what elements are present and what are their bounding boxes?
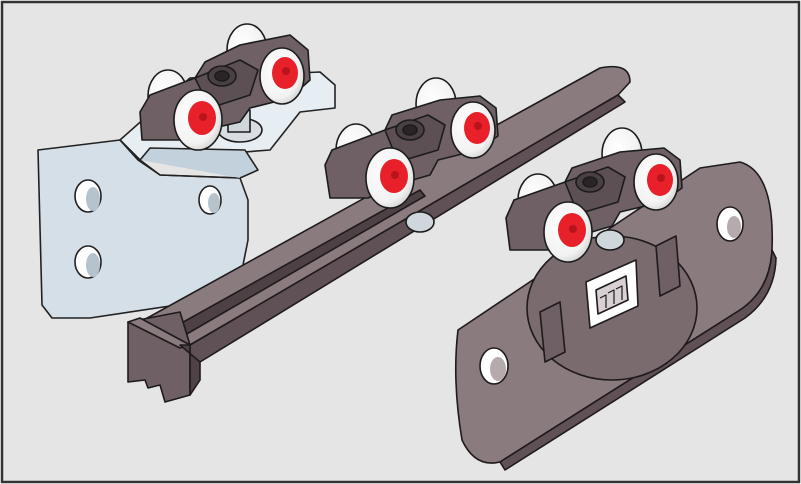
roller-wheel	[633, 153, 679, 211]
roller-wheel	[365, 147, 415, 209]
roller-wheel	[259, 47, 305, 105]
roller-wheel	[543, 201, 593, 263]
roller-wheel	[450, 101, 496, 159]
roller-carriage-3	[505, 127, 683, 263]
plate-mounting-holes	[479, 206, 744, 385]
roller-carriage-1	[139, 23, 311, 151]
roller-carriage-2	[324, 77, 499, 233]
roller-wheel	[173, 89, 223, 151]
mounting-plate	[454, 161, 777, 471]
